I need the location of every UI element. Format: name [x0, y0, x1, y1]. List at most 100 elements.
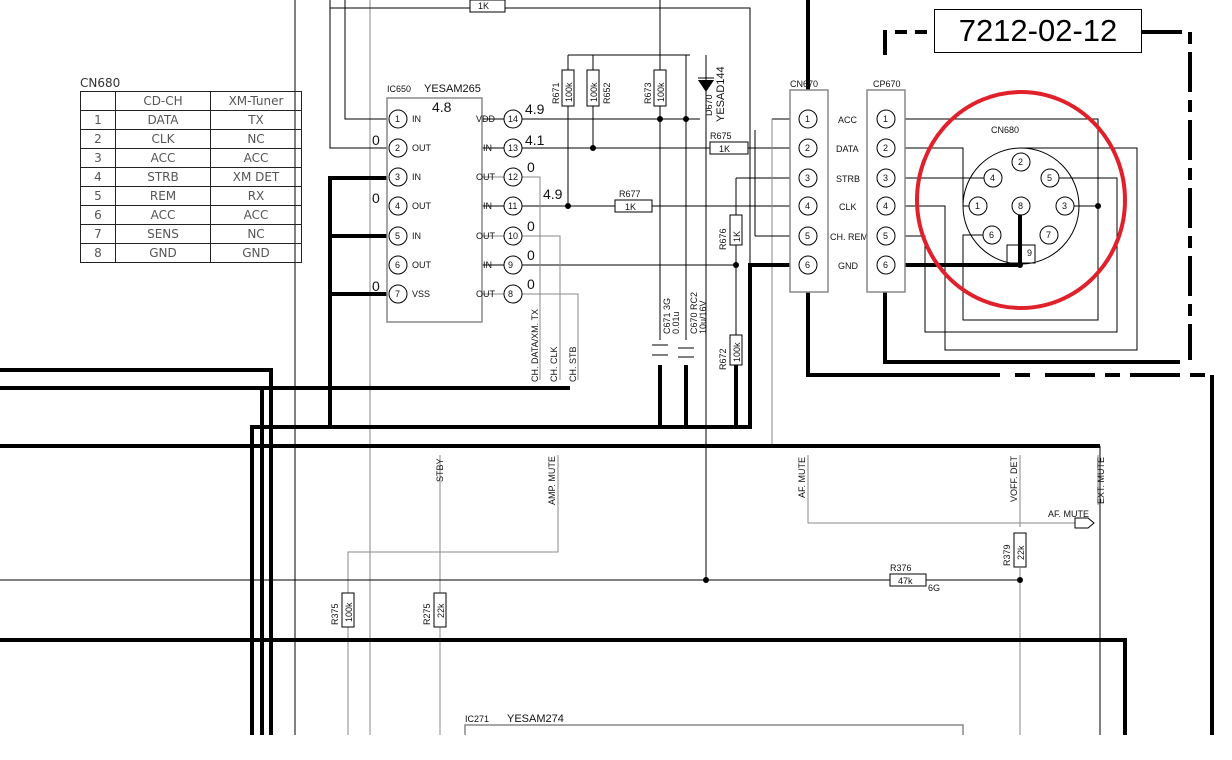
svg-text:D670: D670: [704, 94, 714, 116]
svg-text:47k: 47k: [898, 576, 913, 586]
svg-text:14: 14: [508, 114, 518, 124]
svg-text:5: 5: [805, 231, 810, 241]
svg-text:6: 6: [883, 260, 888, 270]
svg-text:IC271: IC271: [465, 714, 489, 724]
r675: 1K R675: [709, 131, 749, 155]
r677: 1K R677: [614, 189, 653, 213]
r275: 22k R275: [422, 592, 447, 628]
svg-text:0: 0: [527, 247, 535, 263]
svg-text:IN: IN: [483, 201, 492, 211]
svg-text:13: 13: [508, 143, 518, 153]
diode-d670: YESAD144 D670: [698, 66, 727, 122]
svg-text:C670 RC2: C670 RC2: [689, 292, 699, 334]
svg-text:CN670: CN670: [790, 79, 818, 89]
svg-text:OUT: OUT: [412, 260, 432, 270]
svg-text:4.1: 4.1: [525, 132, 545, 148]
cp670-signal-labels: ACC DATA STRB CLK CH. REM GND: [830, 115, 868, 271]
svg-text:IN: IN: [483, 143, 492, 153]
svg-text:6G: 6G: [928, 583, 940, 593]
svg-text:1K: 1K: [719, 144, 730, 154]
svg-text:R672: R672: [718, 348, 728, 370]
svg-text:IN: IN: [412, 114, 421, 124]
svg-text:0: 0: [527, 159, 535, 175]
drawing-number-label: 7212-02-12: [934, 9, 1142, 53]
svg-text:CH. STB: CH. STB: [568, 346, 578, 382]
svg-text:4.9: 4.9: [525, 101, 545, 117]
svg-text:2: 2: [395, 143, 400, 153]
ic650-ref: IC650: [387, 84, 411, 94]
cn680-din-connector: CN680 1 2 3 4 5 6 7 8 9: [962, 125, 1080, 265]
svg-text:2: 2: [883, 143, 888, 153]
svg-text:R275: R275: [422, 603, 432, 625]
svg-text:0: 0: [372, 190, 380, 206]
svg-text:VSS: VSS: [412, 289, 430, 299]
svg-text:7: 7: [1046, 230, 1051, 240]
svg-text:6: 6: [989, 230, 994, 240]
svg-text:0.01u: 0.01u: [671, 311, 681, 334]
svg-text:4: 4: [883, 201, 888, 211]
svg-text:YESAM274: YESAM274: [507, 713, 564, 725]
svg-text:STBY: STBY: [435, 458, 445, 482]
svg-text:10u/16V: 10u/16V: [698, 300, 708, 334]
svg-text:R675: R675: [710, 131, 732, 141]
svg-text:4: 4: [805, 201, 810, 211]
svg-text:ACC: ACC: [838, 115, 858, 125]
svg-text:STRB: STRB: [836, 174, 860, 184]
junctions: [565, 116, 1101, 583]
svg-text:0: 0: [527, 276, 535, 292]
svg-text:CH. CLK: CH. CLK: [549, 346, 559, 382]
svg-text:4.8: 4.8: [432, 99, 452, 115]
svg-text:100k: 100k: [589, 82, 599, 102]
svg-text:DATA: DATA: [836, 144, 859, 154]
svg-text:CH. REM: CH. REM: [830, 232, 868, 242]
svg-text:3: 3: [805, 173, 810, 183]
svg-text:OUT: OUT: [476, 231, 496, 241]
svg-text:IN: IN: [412, 231, 421, 241]
thick-buses: [0, 0, 1214, 735]
svg-text:AMP. MUTE: AMP. MUTE: [547, 456, 557, 505]
svg-text:R379: R379: [1002, 544, 1012, 566]
svg-text:100k: 100k: [344, 602, 354, 622]
svg-text:OUT: OUT: [476, 172, 496, 182]
svg-text:R677: R677: [619, 189, 641, 199]
svg-text:8: 8: [1018, 201, 1023, 211]
svg-text:9: 9: [508, 260, 513, 270]
svg-text:1K: 1K: [625, 202, 636, 212]
svg-text:R673: R673: [643, 82, 653, 104]
svg-text:VOFF. DET: VOFF. DET: [1009, 455, 1019, 502]
svg-text:10: 10: [508, 231, 518, 241]
svg-text:2: 2: [805, 143, 810, 153]
svg-text:2: 2: [1018, 157, 1023, 167]
svg-text:0: 0: [372, 132, 380, 148]
cp670-connector: CP670 1 2 3 4 5 6: [866, 79, 906, 293]
svg-text:3: 3: [395, 172, 400, 182]
svg-text:CLK: CLK: [839, 202, 857, 212]
capacitors: C671 3G 0.01u C670 RC2 10u/16V: [652, 292, 708, 358]
svg-text:4.9: 4.9: [543, 186, 563, 202]
svg-text:R676: R676: [718, 228, 728, 250]
svg-text:3: 3: [1062, 201, 1067, 211]
svg-text:5: 5: [883, 231, 888, 241]
svg-text:22k: 22k: [436, 603, 446, 618]
svg-text:AF. MUTE: AF. MUTE: [797, 457, 807, 498]
svg-text:CP670: CP670: [873, 79, 901, 89]
svg-text:11: 11: [508, 201, 517, 211]
cn670-connector: CN670 1 2 3 4 5 6: [789, 79, 829, 293]
r-top-value: 1K: [478, 1, 489, 11]
